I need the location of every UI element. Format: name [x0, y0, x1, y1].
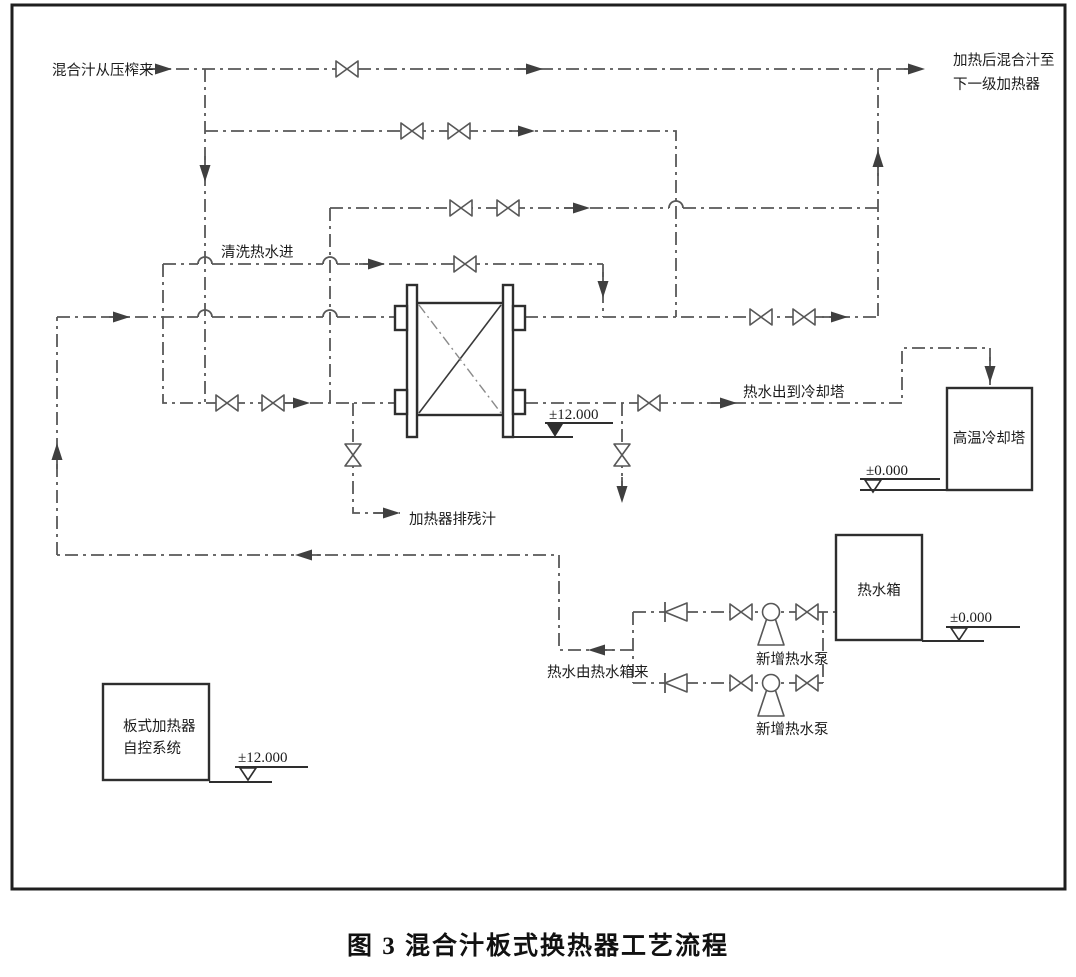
gate-valve-icon [637, 394, 661, 412]
flow-arrow-icon [983, 356, 997, 384]
pipe-crossovers [197, 200, 684, 318]
flow-arrow-icon [871, 149, 885, 177]
pipe-residual-juice-drain [352, 403, 400, 514]
pump-label-lower: 新增热水泵 [756, 721, 829, 738]
flow-arrow-icon [373, 506, 401, 520]
gate-valve-icon [749, 308, 773, 326]
flow-arrow-icon [596, 271, 610, 299]
exchanger-diagonal [418, 304, 502, 414]
heated-juice-outlet-label-line2: 下一级加热器 [953, 76, 1040, 93]
hot-water-tank-box: 热水箱 [834, 533, 924, 642]
pipe-return-line [57, 554, 633, 651]
residual-juice-drain-label: 加热器排残汁 [409, 511, 496, 528]
cooling-tower-box: 高温冷却塔 [945, 386, 1034, 492]
control-system-outline [101, 682, 211, 782]
gate-valve-vertical-icon [613, 443, 631, 467]
elevation-triangle-icon [863, 479, 883, 494]
flow-arrow-icon [615, 476, 629, 504]
diagram-frame [10, 3, 1067, 891]
elevation-value: ±12.000 [549, 407, 598, 423]
plate-heat-exchanger [393, 283, 527, 439]
cleaning-hot-water-label: 清洗热水进 [221, 244, 294, 261]
flow-arrow-icon [103, 310, 131, 324]
exchanger-frame-plate-right [501, 283, 515, 439]
gate-valve-icon [447, 122, 471, 140]
pump-label-upper: 新增热水泵 [756, 651, 829, 668]
flow-arrow-icon [50, 442, 64, 470]
control-system-label-line1: 板式加热器 [123, 717, 196, 735]
pipe-bypass-upper [205, 130, 677, 317]
cooling-tower-label: 高温冷却塔 [953, 430, 1026, 447]
figure-caption: 图 3 混合汁板式换热器工艺流程 [347, 931, 729, 960]
flow-arrow-icon [587, 643, 615, 657]
elevation-value: ±12.000 [238, 750, 287, 766]
gate-valve-vertical-icon [344, 443, 362, 467]
check-valve-icon [664, 601, 688, 623]
pipe-crossover-icon [197, 256, 213, 265]
exchanger-nozzle [393, 388, 409, 416]
elevation-triangle-icon [238, 767, 258, 782]
mixed-juice-inlet-label: 混合汁从压榨来 [52, 61, 154, 79]
flow-arrow-icon [358, 257, 386, 271]
cooling-tower-outline [945, 386, 1034, 492]
gate-valve-icon [215, 394, 239, 412]
gate-valve-icon [795, 603, 819, 621]
control-system-box: 板式加热器 自控系统 [101, 682, 211, 782]
exchanger-frame-plate-left [405, 283, 419, 439]
gate-valve-icon [335, 60, 359, 78]
pipe-crossover-icon [322, 256, 338, 265]
gate-valve-icon [453, 255, 477, 273]
hot-water-to-tower-label: 热水出到冷却塔 [743, 384, 845, 401]
elevation-marker-control-system: ±12.000 [209, 750, 308, 783]
elevation-value: ±0.000 [866, 463, 908, 479]
exchanger-nozzle [511, 388, 527, 416]
flow-arrow-icon [283, 396, 311, 410]
valves [215, 60, 819, 694]
gate-valve-icon [261, 394, 285, 412]
elevation-value: ±0.000 [950, 610, 992, 626]
exchanger-nozzle [393, 304, 409, 332]
control-system-label-line2: 自控系统 [123, 740, 181, 757]
elevation-triangle-icon [547, 424, 563, 437]
gate-valve-icon [729, 674, 753, 692]
elevation-triangle-icon [949, 627, 969, 642]
gate-valve-icon [496, 199, 520, 217]
pipe-crossover-icon [322, 309, 338, 318]
gate-valve-icon [795, 674, 819, 692]
gate-valve-icon [792, 308, 816, 326]
pump-icon [757, 673, 785, 717]
gate-valve-icon [729, 603, 753, 621]
stream-labels: 混合汁从压榨来 加热后混合汁至 下一级加热器 清洗热水进 加热器排残汁 热水出到… [52, 52, 1055, 738]
flow-arrow-icon [294, 548, 322, 562]
pipe-cleaning-water [163, 263, 604, 317]
hot-water-tank-outline [834, 533, 924, 642]
elevation-marker-exchanger: ±12.000 [504, 407, 613, 438]
flow-arrow-icon [516, 62, 544, 76]
flow-arrow-icon [563, 201, 591, 215]
gate-valve-icon [449, 199, 473, 217]
hot-water-tank-label: 热水箱 [857, 582, 901, 599]
pipe-crossover-icon [197, 309, 213, 318]
flow-arrow-icon [710, 396, 738, 410]
exchanger-nozzle [511, 304, 527, 332]
flow-arrow-icon [198, 155, 212, 183]
flow-arrow-icon [821, 310, 849, 324]
elevation-marker-hot-water-tank: ±0.000 [922, 610, 1020, 642]
check-valve-icon [664, 672, 688, 694]
elevation-marker-cooling-tower: ±0.000 [860, 463, 947, 494]
pump-icon [757, 602, 785, 646]
flow-arrow-icon [508, 124, 536, 138]
gate-valve-icon [400, 122, 424, 140]
pipe-crossover-icon [668, 200, 684, 209]
flow-arrow-icon [898, 62, 926, 76]
pipe-lower-feed [162, 264, 396, 404]
heated-juice-outlet-label-line1: 加热后混合汁至 [953, 52, 1055, 69]
hot-water-from-tank-label: 热水由热水箱来 [547, 664, 649, 681]
